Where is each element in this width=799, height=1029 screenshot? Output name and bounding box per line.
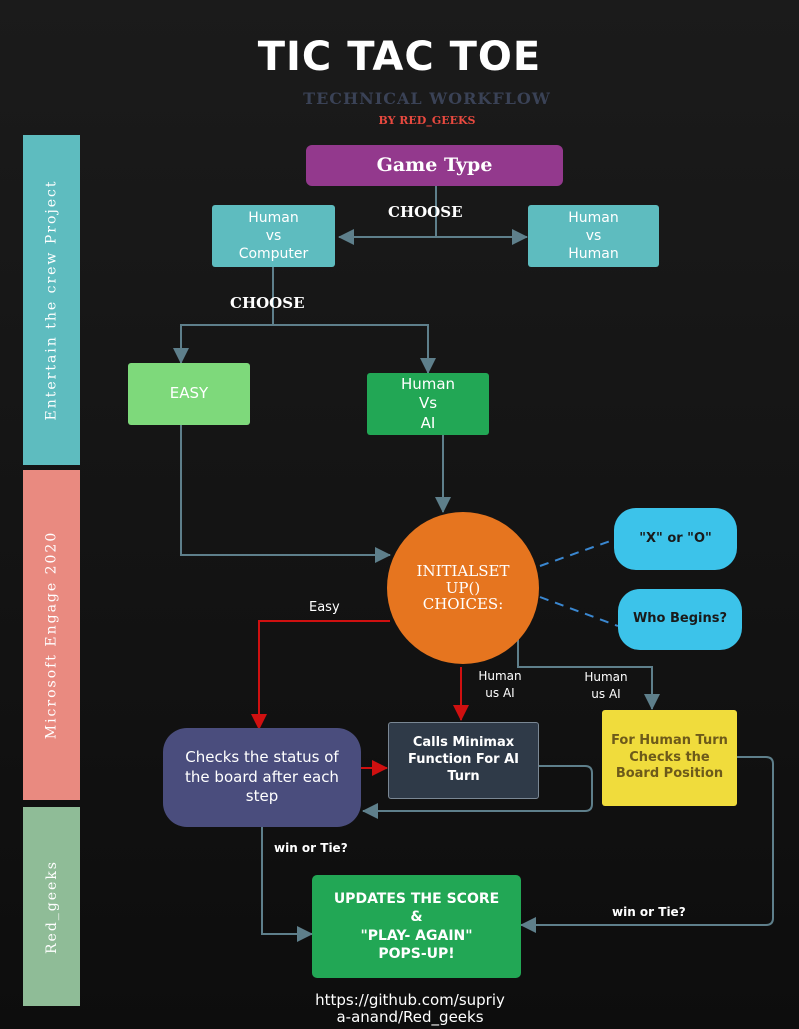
edge-initial-humanturn — [517, 637, 660, 710]
choose-label-2: CHOOSE — [230, 294, 305, 312]
edge-to-hvai — [273, 324, 436, 374]
easy-edge-label: Easy — [309, 600, 340, 615]
edge-checks-updates — [261, 827, 313, 942]
sidebar-band-event: Microsoft Engage 2020 — [23, 470, 80, 800]
edge-initial-checks — [251, 620, 390, 730]
win-tie-label-2: win or Tie? — [612, 905, 686, 919]
easy-node: EASY — [128, 363, 250, 425]
sidebar-band-team: Red_geeks — [23, 807, 80, 1006]
choose-label-1: CHOOSE — [388, 203, 463, 221]
byline: BY RED_GEEKS — [378, 114, 476, 127]
who-begins-node: Who Begins? — [618, 589, 742, 650]
edge-easy-initial — [180, 425, 391, 563]
x-or-o-node: "X" or "O" — [614, 508, 737, 570]
edge-to-easy — [173, 324, 273, 364]
updates-score-node: UPDATES THE SCORE&"PLAY- AGAIN"POPS-UP! — [312, 875, 521, 978]
page-title: TIC TAC TOE — [257, 34, 542, 80]
win-tie-label-1: win or Tie? — [274, 841, 348, 855]
game-type-node: Game Type — [306, 145, 563, 186]
edge-minimax-checks — [362, 765, 593, 819]
edge-humanturn-updates — [520, 756, 774, 933]
page-subtitle: TECHNICAL WORKFLOW — [303, 89, 551, 108]
sidebar-band-project: Entertain the crew Project — [23, 135, 80, 465]
edge-dash-xo — [539, 539, 614, 567]
edge-dash-who — [539, 596, 619, 627]
github-link[interactable]: https://github.com/supriy a-anand/Red_ge… — [315, 991, 505, 1026]
